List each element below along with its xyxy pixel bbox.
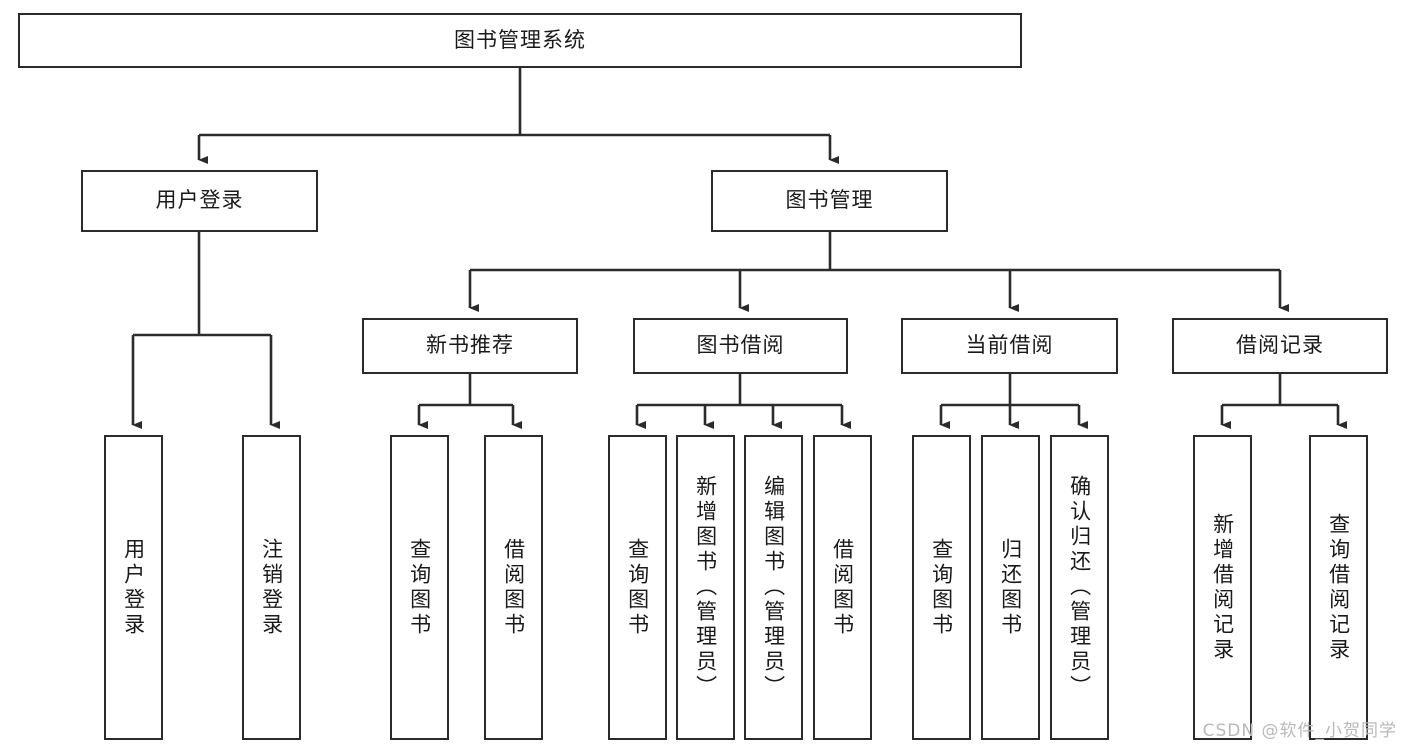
- node-label: 当前借阅: [965, 333, 1054, 358]
- node-label: 借阅记录: [1236, 333, 1324, 358]
- node-book-borrow[interactable]: 图书借阅: [633, 318, 848, 374]
- leaf-current-borrow-query[interactable]: 查询图书: [912, 435, 971, 740]
- leaf-user-login-signout[interactable]: 注销登录: [242, 435, 301, 740]
- watermark-credit: CSDN @软件_小贺同学: [1202, 721, 1397, 741]
- node-label: 图书管理系统: [454, 27, 586, 52]
- node-label: 图书借阅: [696, 333, 785, 358]
- node-borrow-record[interactable]: 借阅记录: [1172, 318, 1388, 374]
- node-label: 查询图书: [625, 537, 650, 638]
- node-label: 新增图书（管理员）: [693, 475, 718, 700]
- node-label: 图书管理: [785, 188, 874, 213]
- leaf-new-book-borrow[interactable]: 借阅图书: [484, 435, 543, 740]
- leaf-borrow-record-add[interactable]: 新增借阅记录: [1193, 435, 1252, 740]
- leaf-borrow-record-query[interactable]: 查询借阅记录: [1309, 435, 1368, 740]
- node-label: 确认归还（管理员）: [1067, 475, 1092, 700]
- node-label: 新书推荐: [426, 333, 514, 358]
- leaf-book-borrow-edit[interactable]: 编辑图书（管理员）: [744, 435, 803, 740]
- leaf-user-login-signin[interactable]: 用户登录: [104, 435, 163, 740]
- node-new-book-recommend[interactable]: 新书推荐: [362, 318, 578, 374]
- node-root-system[interactable]: 图书管理系统: [18, 13, 1022, 68]
- leaf-book-borrow-add[interactable]: 新增图书（管理员）: [676, 435, 735, 740]
- node-label: 借阅图书: [501, 537, 526, 638]
- node-current-borrow[interactable]: 当前借阅: [901, 318, 1118, 374]
- node-label: 查询图书: [929, 537, 954, 638]
- leaf-book-borrow-query[interactable]: 查询图书: [608, 435, 667, 740]
- node-label: 注销登录: [259, 537, 284, 638]
- node-user-login[interactable]: 用户登录: [81, 170, 318, 232]
- leaf-current-borrow-return[interactable]: 归还图书: [981, 435, 1040, 740]
- node-label: 归还图书: [998, 537, 1023, 638]
- node-label: 查询图书: [407, 537, 432, 638]
- node-label: 编辑图书（管理员）: [761, 475, 786, 700]
- node-label: 新增借阅记录: [1210, 512, 1235, 663]
- node-label: 借阅图书: [830, 537, 855, 638]
- node-label: 查询借阅记录: [1326, 512, 1351, 663]
- leaf-new-book-query[interactable]: 查询图书: [390, 435, 449, 740]
- leaf-current-borrow-confirm-return[interactable]: 确认归还（管理员）: [1050, 435, 1109, 740]
- node-book-management[interactable]: 图书管理: [711, 170, 948, 232]
- leaf-book-borrow-lend[interactable]: 借阅图书: [813, 435, 872, 740]
- node-label: 用户登录: [155, 188, 244, 213]
- node-label: 用户登录: [121, 537, 146, 638]
